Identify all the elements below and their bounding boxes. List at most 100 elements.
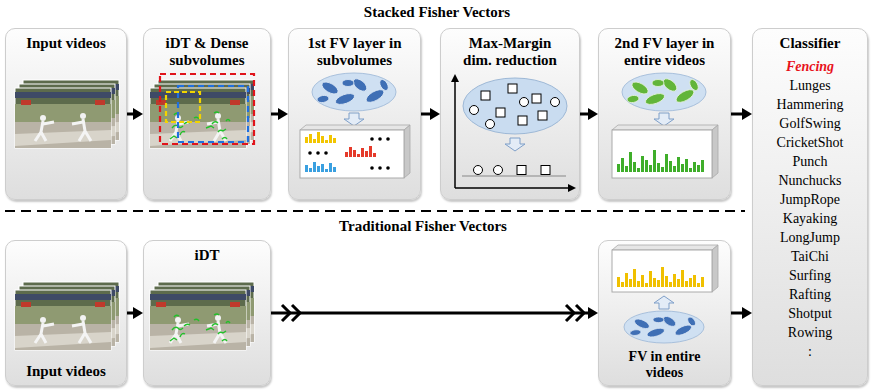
traditional-fv-illustration [681,270,684,287]
class-name: Fencing [757,57,863,76]
traditional-fv-illustration [612,250,712,292]
class-name: Punch [757,152,863,171]
first-fv-illustration [349,147,352,157]
first-fv-illustration [317,166,320,172]
flow-arrow [731,307,752,319]
traditional-fv-illustration [657,280,660,287]
arrow-part [271,312,590,315]
text-stack: ClassifierFencingLungesHammeringGolfSwin… [753,35,867,361]
flow-arrow [580,108,598,120]
arrow-part [430,108,440,120]
flow-arrow [271,108,288,120]
diagram-title: Stacked Fisher Vectors [364,4,510,21]
traditional-fv-illustration [633,269,636,287]
text-stack: Max-Margin dim. reduction [441,35,579,69]
max-margin-plot [508,84,517,93]
second-fv-illustration [657,163,660,172]
class-name: Rafting [757,285,863,304]
first-fv-illustration [317,132,320,143]
video-frames [150,80,254,148]
arrow-part [588,307,598,319]
panel-label: Max-Margin dim. reduction [459,35,561,69]
first-fv-illustration [321,136,324,143]
second-fv-illustration [633,162,636,172]
first-fv-illustration [300,130,404,178]
second-fv-illustration [712,125,718,178]
traditional-fv-illustration [685,281,688,287]
video-frames [15,80,254,350]
text-stack: Input videos [6,363,126,380]
max-margin-plot [481,91,490,100]
panel-label: Classifier [757,35,863,52]
first-fv-illustration [313,139,316,143]
flow-arrow [421,108,440,120]
first-fv-illustration [357,154,360,157]
second-fv-illustration [617,164,620,172]
class-name: Surfing [757,266,863,285]
arrow-part [588,108,598,120]
second-fv-illustration [612,125,718,130]
max-margin-plot [532,94,541,103]
first-fv-illustration [329,163,332,172]
first-fv-illustration [378,137,382,141]
max-margin-plot [494,166,503,175]
video-frames [170,314,230,341]
first-fv-illustration [353,150,356,157]
first-fv-illustration [386,137,390,141]
second-fv-illustration [653,150,656,172]
text-stack: FV in entire videos [599,349,730,380]
first-fv-illustration [308,137,390,170]
first-fv-illustration [313,162,316,172]
class-name: Lunges [757,76,863,95]
max-margin-plot [470,106,479,115]
text-stack: iDT [144,247,270,264]
class-name: JumpRope [757,190,863,209]
first-fv-illustration [300,73,410,178]
class-name: Kayaking [757,209,863,228]
first-fv-illustration [324,151,328,155]
first-fv-illustration [309,134,312,143]
text-stack: 1st FV layer in subvolumes [289,35,420,69]
traditional-fv-illustration [653,278,656,287]
class-name: GolfSwing [757,114,863,133]
second-fv-illustration [685,159,688,172]
arrow-part [278,108,288,120]
first-fv-illustration [404,125,410,178]
max-margin-plot [486,120,495,129]
first-fv-illustration [345,152,348,157]
first-fv-illustration [309,168,312,172]
panel-box: ClassifierFencingLungesHammeringGolfSwin… [752,28,868,386]
arrow-part [742,307,752,319]
max-margin-plot [455,187,570,189]
first-fv-illustration [329,135,332,143]
second-fv-illustration [665,154,668,172]
first-fv-illustration [345,146,376,157]
panel-label: 1st FV layer in subvolumes [297,35,412,69]
class-name: Rowing [757,323,863,342]
class-name: Nunchucks [757,171,863,190]
first-fv-illustration [305,132,336,143]
max-margin-plot [505,138,525,151]
traditional-fv-illustration [689,278,692,287]
max-margin-plot [454,80,456,188]
class-name: Hammering [757,95,863,114]
traditional-fv-illustration [641,275,644,287]
first-fv-illustration [369,146,372,157]
second-fv-illustration [654,113,674,126]
second-fv-illustration [626,76,700,106]
max-margin-plot [517,166,526,175]
traditional-fv-illustration [654,296,674,309]
max-margin-plot [462,176,566,177]
second-fv-illustration [637,168,640,172]
traditional-fv-illustration [649,271,652,287]
text-stack: 2nd FV layer in entire videos [599,35,730,69]
flow-arrow [127,108,143,120]
traditional-fv-illustration [645,283,648,287]
max-margin-plot [451,74,576,192]
traditional-fv-illustration [629,279,632,287]
max-margin-plot [451,74,459,82]
class-name: : [757,342,863,361]
max-margin-plot [496,108,505,117]
traditional-fv-illustration [624,311,704,343]
second-fv-illustration [681,164,684,172]
